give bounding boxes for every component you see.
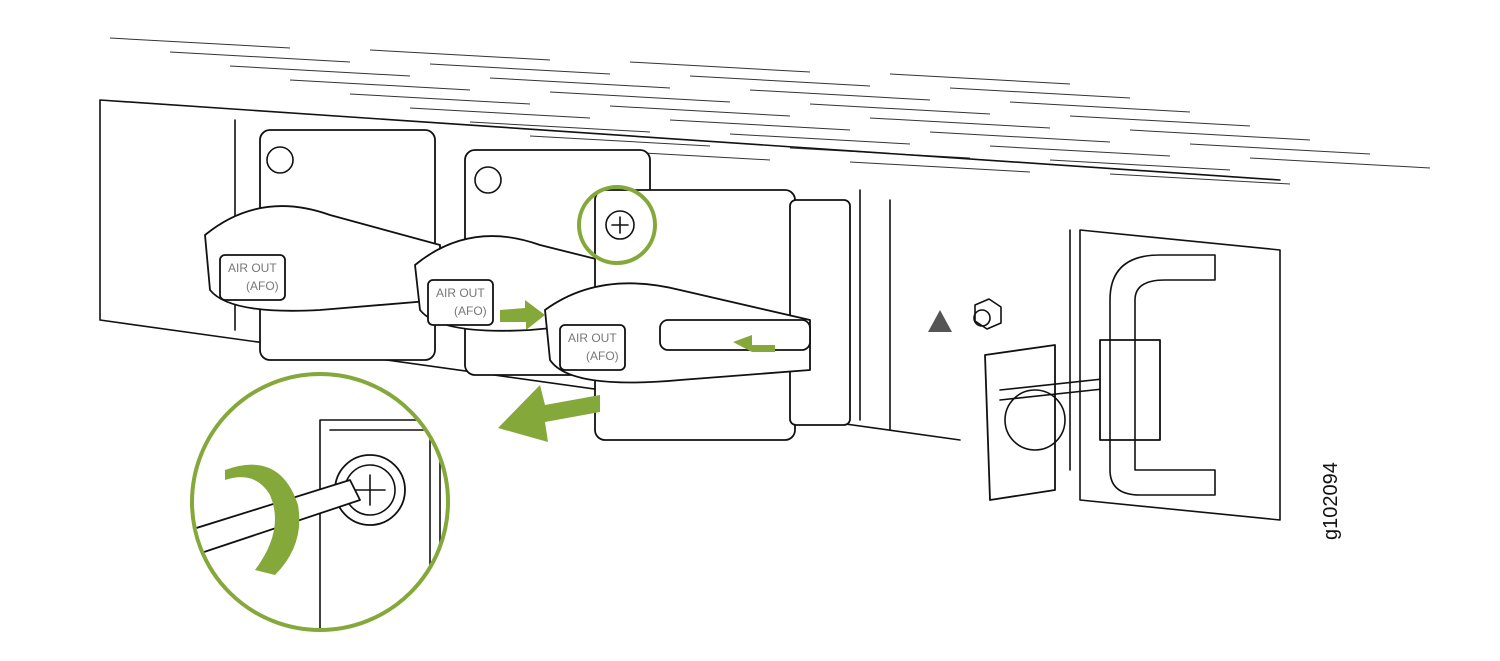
vent-slot (409, 107, 591, 119)
vent-slot (1249, 157, 1431, 169)
push-arrow-icon (500, 300, 545, 330)
vent-slot (1069, 115, 1251, 127)
vent-slot (929, 131, 1111, 143)
vent-slot (529, 135, 711, 147)
psu-label-line2: (AFO) (454, 304, 487, 318)
vent-slot (729, 133, 911, 145)
vent-slot (949, 87, 1131, 99)
vent-slot (489, 77, 671, 89)
vent-slot (809, 103, 991, 115)
vent-slot (869, 117, 1051, 129)
vent-slot (1189, 143, 1371, 155)
vent-slot (849, 161, 1031, 173)
chassis-top-vents (109, 37, 1431, 185)
pull-arrow-icon (498, 385, 600, 442)
vent-slot (349, 93, 531, 105)
vent-slot (1049, 159, 1231, 171)
push-arrow-icon (733, 335, 775, 352)
power-supply-1: AIR OUT (AFO) (204, 129, 441, 361)
psu-label-line1: AIR OUT (228, 261, 277, 275)
psu-label-line1: AIR OUT (436, 286, 485, 300)
rotation-arrow-icon (225, 464, 300, 575)
vent-slot (989, 145, 1171, 157)
vent-slot (1129, 129, 1311, 141)
vent-slot (1109, 173, 1291, 185)
vent-slot (369, 49, 551, 61)
psu-label-line2: (AFO) (246, 279, 279, 293)
vent-slot (889, 73, 1071, 85)
vent-slot (689, 75, 871, 87)
vent-slot (1009, 101, 1191, 113)
ground-stud (973, 298, 1002, 330)
vent-slot (229, 65, 411, 77)
vent-slot (609, 105, 791, 117)
psu-label-line1: AIR OUT (568, 331, 617, 345)
vent-slot (749, 89, 931, 101)
vent-slot (169, 51, 351, 63)
vent-slot (549, 91, 731, 103)
figure-id: g102094 (1320, 462, 1342, 540)
power-cord-retainer (984, 254, 1216, 501)
screw-detail-inset (190, 372, 450, 632)
vent-slot (629, 61, 811, 73)
vent-slot (109, 37, 291, 49)
vent-slot (469, 121, 651, 133)
psu-label-line2: (AFO) (586, 349, 619, 363)
vent-slot (429, 63, 611, 75)
esd-warning-icon (928, 310, 952, 332)
vent-slot (289, 79, 471, 91)
vent-slot (669, 119, 851, 131)
screw-callout-circle (577, 185, 657, 265)
